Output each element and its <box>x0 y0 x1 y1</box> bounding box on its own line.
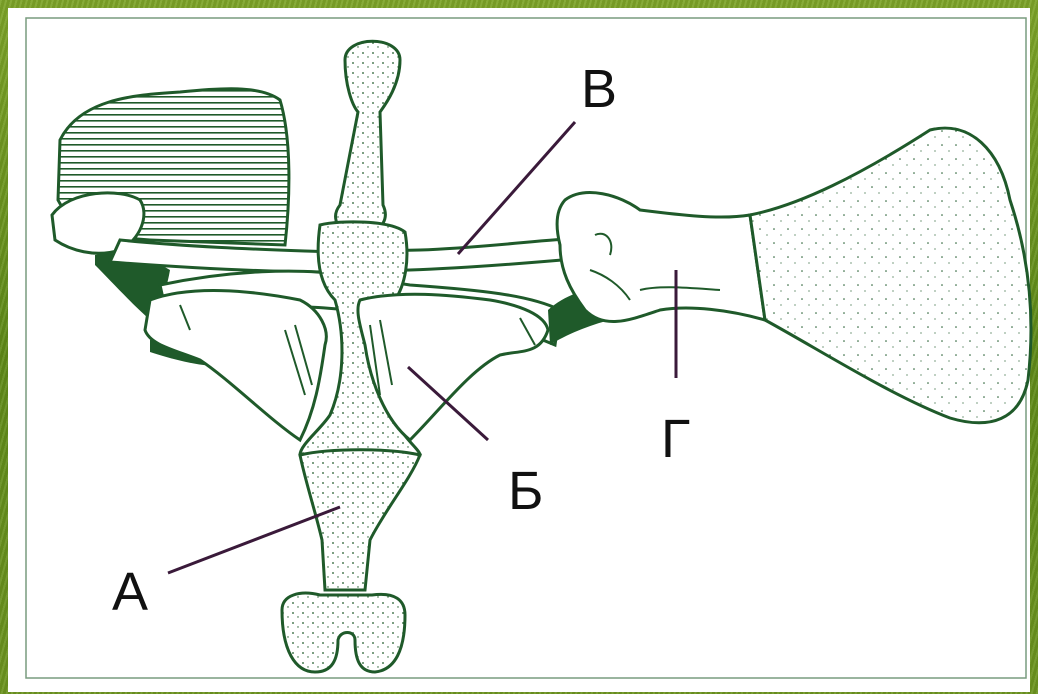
humerus-fan <box>750 128 1031 423</box>
label-b: Б <box>508 464 543 518</box>
coracoid-left <box>145 291 326 440</box>
label-a: А <box>112 565 148 619</box>
xiphisternal-plate <box>282 593 405 672</box>
leader-line-a <box>168 507 340 573</box>
omosternum <box>336 41 400 232</box>
humerus-head <box>557 193 765 322</box>
xiphisternum <box>300 450 420 590</box>
label-g: Г <box>661 412 690 466</box>
label-v: В <box>581 62 617 116</box>
